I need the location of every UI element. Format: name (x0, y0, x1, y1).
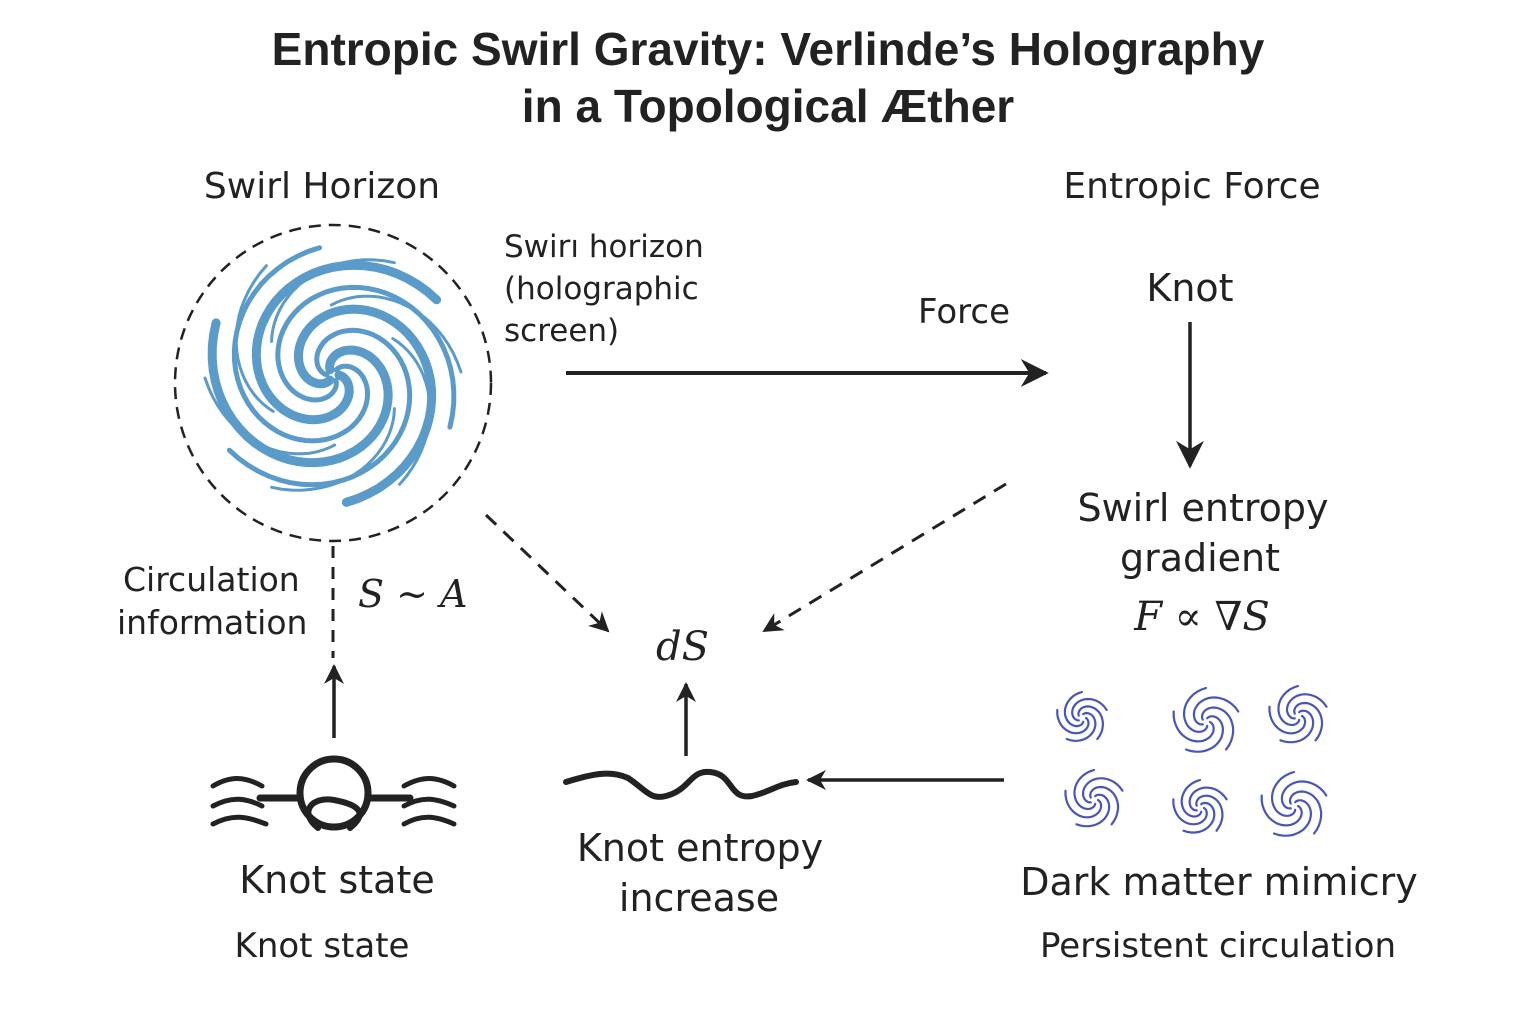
dark-matter-swirl-arm (1182, 801, 1216, 834)
spiral-arm (294, 304, 437, 507)
dark-matter-swirl-arm (1192, 696, 1240, 726)
force-label: Force (918, 292, 1010, 332)
dark-matter-swirl-arm (1200, 706, 1235, 751)
horizon-to-ds-dashed-arrow (484, 513, 610, 633)
spiral-arm-outer (234, 264, 275, 413)
knot-wave-left-top (210, 776, 265, 789)
dark-matter-swirl-arm (1288, 790, 1323, 835)
entropic-force-heading: Entropic Force (1063, 166, 1321, 207)
spiral-arm (226, 327, 413, 488)
swirl-horizon-graphic (173, 223, 493, 543)
dark-matter-swirl-arm (1172, 798, 1208, 826)
spiral-arm (275, 284, 457, 430)
knot-state-sublabel: Knot state (234, 926, 410, 966)
dark-matter-swirl-arm (1195, 794, 1224, 832)
dark-matter-swirl-arm (1184, 715, 1225, 753)
dark-matter-swirl-arm (1277, 684, 1301, 727)
gradient-label-line-1: Swirl entropy (1077, 486, 1329, 530)
dark-matter-swirl-arm (1073, 768, 1097, 811)
horizon-annotation-line-3: screen) (504, 313, 620, 349)
dark-matter-swirl-arm (1063, 690, 1085, 728)
dark-matter-swirl-arm (1279, 709, 1315, 744)
dark-matter-swirl-arm (1180, 778, 1203, 818)
entropy-change-formula: dS (656, 624, 710, 670)
dark-matter-swirl-arm (1183, 686, 1209, 733)
knot-state-label: Knot state (239, 858, 435, 902)
gradient-label-line-2: gradient (1119, 536, 1281, 580)
dark-matter-label: Dark matter mimicry (1020, 860, 1418, 904)
dark-matter-swirl-arm (1056, 708, 1090, 735)
dark-matter-swirl-arm (1064, 789, 1103, 819)
dark-matter-swirls (1056, 684, 1328, 837)
dark-matter-swirl-arm (1272, 799, 1313, 837)
entropic-force-formula: F ∝ ∇S (1134, 594, 1270, 640)
dark-matter-swirl-arm (1089, 785, 1120, 826)
spiral-arm-outer (270, 258, 396, 343)
spiral-arm-outer (203, 376, 337, 456)
spiral-arms (203, 245, 463, 507)
dark-matter-swirl-arm (1260, 794, 1303, 827)
dark-matter-swirl-arm (1268, 705, 1307, 735)
knot-entropy-label-line-1: Knot entropy (576, 826, 824, 870)
dark-matter-swirl-arm (1077, 705, 1105, 741)
knot-wave-left-mid (210, 796, 265, 809)
dark-matter-swirl-arm (1271, 770, 1297, 817)
title-line-2: in a Topological Æther (521, 80, 1015, 132)
knot-loop-icon (296, 755, 372, 831)
circulation-label-line-1: Circulation (123, 560, 300, 599)
dark-matter-swirl-arm (1172, 710, 1215, 743)
dark-matter-swirl-arm (1293, 701, 1324, 742)
spiral-arm-outer (270, 407, 396, 492)
knot-wave-right-top (401, 776, 457, 789)
dark-matter-swirl-arm (1280, 780, 1328, 810)
dark-matter-swirl-arm (1285, 693, 1328, 720)
knot-entropy-label-line-2: increase (618, 876, 780, 920)
spiral-arm-outer (329, 294, 463, 374)
title-line-1: Entropic Swirl Gravity: Verlinde’s Holog… (271, 23, 1265, 75)
spiral-arm (231, 245, 370, 444)
dark-matter-sublabel: Persistent circulation (1039, 926, 1397, 966)
entropy-wave (563, 768, 799, 800)
gradient-to-ds-dashed-arrow (762, 482, 1007, 633)
swirl-horizon-heading: Swirl Horizon (203, 166, 441, 207)
knot-wave-right-bottom (401, 814, 457, 827)
spiral-arm-outer (391, 337, 432, 486)
spiral-arm (251, 260, 442, 425)
dark-matter-swirl-arm (1075, 793, 1111, 828)
horizon-annotation-line-2: (holographic (504, 271, 699, 307)
knot-crossing (305, 796, 363, 831)
horizon-annotation-line-1: Swirı horizon (504, 229, 704, 265)
dark-matter-swirl-arm (1188, 786, 1228, 812)
spiral-arm (207, 318, 393, 468)
circulation-label-line-2: information (117, 603, 308, 642)
dark-matter-swirl-arm (1081, 777, 1124, 804)
knot-label: Knot (1146, 266, 1234, 310)
knot-wave-right-mid (401, 796, 457, 809)
knot-wave-left-bottom (210, 814, 269, 827)
holographic-screen-circle (173, 223, 493, 543)
knot-state-graphic (210, 755, 457, 831)
dark-matter-swirl-arm (1065, 711, 1097, 742)
area-entropy-formula: S ∼ A (358, 572, 468, 616)
dark-matter-swirl-arm (1071, 697, 1108, 722)
